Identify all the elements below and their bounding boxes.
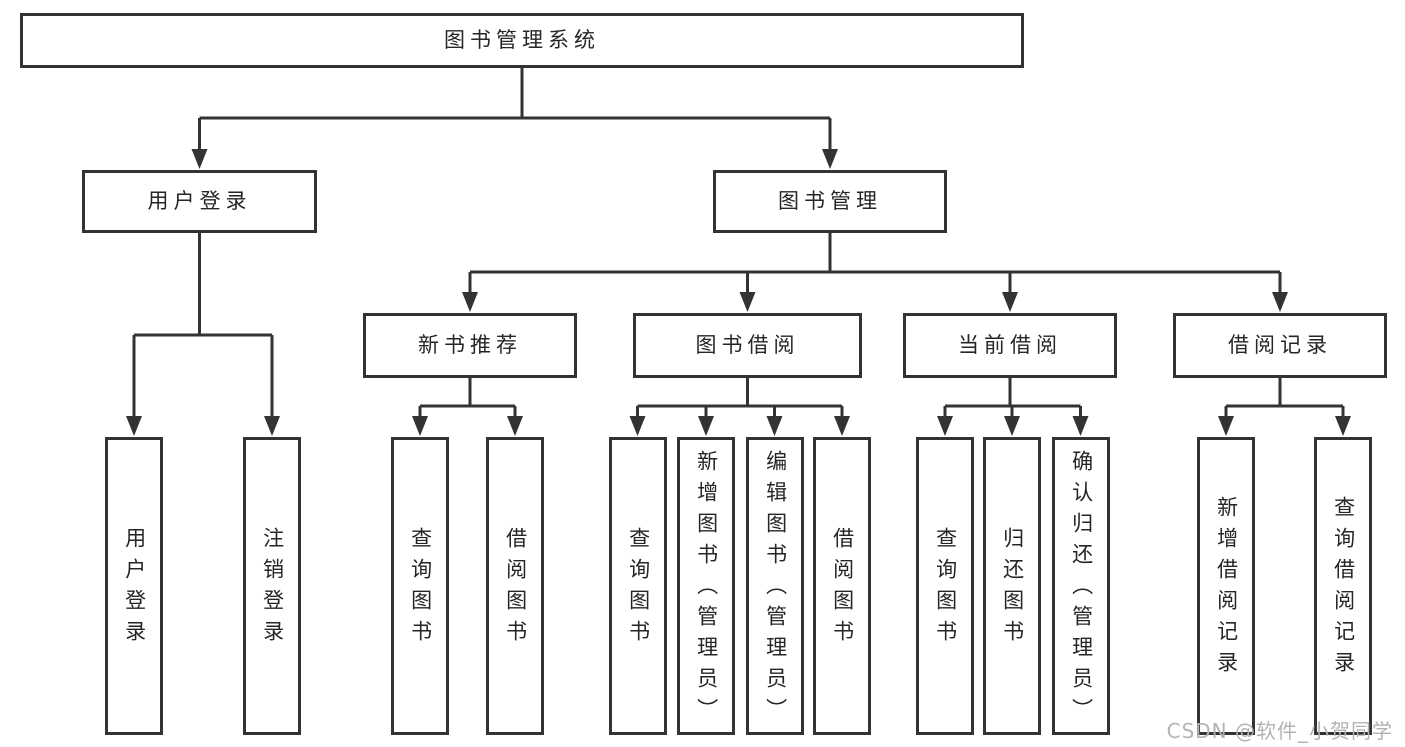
leaf-cb-query-books: 查询图书: [916, 437, 974, 735]
leaf-bb-borrow-books: 借阅图书: [813, 437, 871, 735]
arrowhead: [1002, 292, 1018, 312]
leaf-nb-borrow-books: 借阅图书: [486, 437, 544, 735]
leaf-login: 用户登录: [105, 437, 163, 735]
arrowhead: [698, 416, 714, 436]
csdn-watermark: CSDN @软件_小贺同学: [1166, 719, 1393, 743]
connector-new-book-rec: [418, 378, 517, 420]
node-current-borrow: 当前借阅: [903, 313, 1117, 378]
leaf-br-add-record: 新增借阅记录: [1197, 437, 1255, 735]
node-book-mgmt: 图书管理: [713, 170, 947, 233]
connector-root: [198, 66, 832, 152]
leaf-cb-confirm-return: 确认归还（管理员）: [1052, 437, 1110, 735]
node-new-book-rec: 新书推荐: [363, 313, 577, 378]
arrowhead: [834, 416, 850, 436]
arrowhead: [1004, 416, 1020, 436]
arrowhead: [766, 416, 783, 436]
arrowhead: [1272, 292, 1288, 312]
arrowhead: [629, 416, 646, 436]
arrowhead: [937, 416, 953, 436]
arrowhead: [507, 416, 523, 436]
arrowhead: [191, 149, 208, 169]
arrowhead: [822, 149, 838, 169]
arrowhead: [1335, 416, 1351, 436]
leaf-bb-query-books: 查询图书: [609, 437, 667, 735]
arrowhead: [412, 416, 428, 436]
arrowhead: [126, 416, 142, 436]
leaf-br-query-record: 查询借阅记录: [1314, 437, 1372, 735]
arrowhead: [462, 292, 478, 312]
leaf-nb-query-books: 查询图书: [391, 437, 449, 735]
node-root: 图书管理系统: [20, 13, 1024, 68]
arrowhead: [739, 292, 756, 312]
connector-borrow-records: [1224, 378, 1345, 420]
leaf-cb-return-books: 归还图书: [983, 437, 1041, 735]
node-user-login: 用户登录: [82, 170, 317, 233]
leaf-bb-edit-books: 编辑图书（管理员）: [746, 437, 804, 735]
arrowhead: [264, 416, 280, 436]
arrowhead: [1072, 416, 1089, 436]
leaf-bb-add-books: 新增图书（管理员）: [677, 437, 735, 735]
node-borrow-records: 借阅记录: [1173, 313, 1387, 378]
connector-current-borrow: [943, 378, 1082, 420]
arrowhead: [1218, 416, 1234, 436]
connector-book-borrow: [636, 378, 844, 420]
connector-book-mgmt: [468, 233, 1282, 295]
connector-user-login: [132, 233, 274, 420]
leaf-logout: 注销登录: [243, 437, 301, 735]
node-book-borrow: 图书借阅: [633, 313, 862, 378]
